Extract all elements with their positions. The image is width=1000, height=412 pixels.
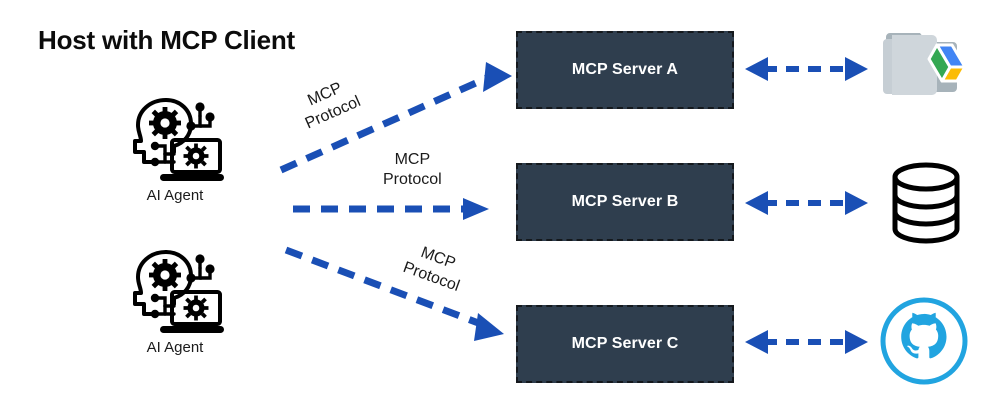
mcp-server-box-a[interactable]: MCP Server A xyxy=(516,31,734,109)
protocol-label-line1: MCP xyxy=(394,151,431,168)
mcp-server-box-c[interactable]: MCP Server C xyxy=(516,305,734,383)
mcp-server-label: MCP Server C xyxy=(571,335,679,352)
ai-agent-node-2[interactable]: AI Agent xyxy=(100,248,250,355)
ai-agent-label: AI Agent xyxy=(146,339,204,356)
ai-agent-icon xyxy=(133,250,224,333)
protocol-arrow-3 xyxy=(284,246,504,341)
protocol-label-2: MCP Protocol xyxy=(383,150,442,191)
mcp-server-box-b[interactable]: MCP Server B xyxy=(516,163,734,241)
resource-arrow-b xyxy=(745,191,868,215)
protocol-label-3: MCP Protocol xyxy=(400,239,469,298)
ai-agent-icon xyxy=(133,98,224,181)
page-title: Host with MCP Client xyxy=(38,25,295,55)
protocol-label-1: MCP Protocol xyxy=(294,74,364,135)
database-icon[interactable] xyxy=(878,155,974,251)
github-icon[interactable] xyxy=(876,293,972,389)
ai-agent-label: AI Agent xyxy=(146,187,204,204)
resource-arrow-a xyxy=(745,57,868,81)
ai-agent-node-1[interactable]: AI Agent xyxy=(100,96,250,203)
google-drive-icon[interactable] xyxy=(878,17,974,113)
mcp-server-label: MCP Server A xyxy=(571,61,679,78)
mcp-server-label: MCP Server B xyxy=(571,193,679,210)
protocol-arrow-2 xyxy=(293,198,489,220)
resource-arrow-c xyxy=(745,330,868,354)
protocol-label-line2: Protocol xyxy=(383,171,442,189)
